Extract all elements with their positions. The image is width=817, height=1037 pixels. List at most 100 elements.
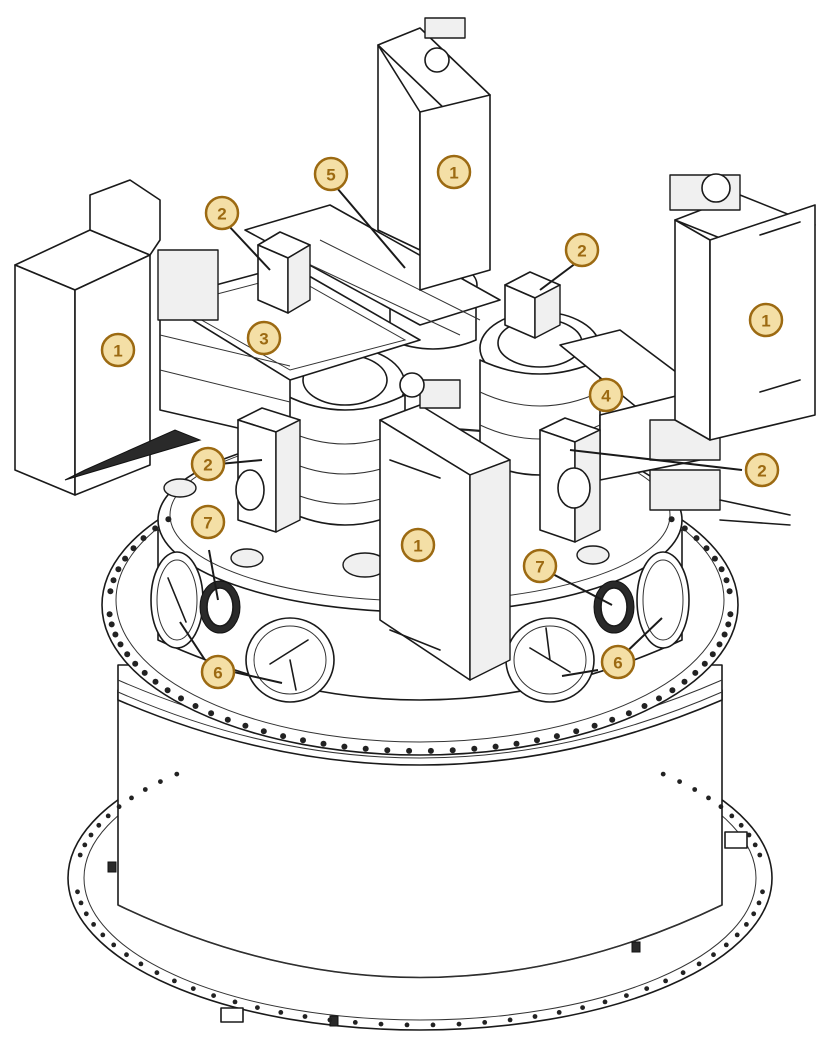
base-hole: [723, 942, 729, 948]
callout-7-c7a: 7: [190, 504, 226, 540]
callout-3-c3: 3: [246, 320, 282, 356]
base-hole: [760, 889, 765, 895]
small-box-front-left: [235, 407, 301, 533]
callout-number: 1: [413, 537, 422, 556]
base-hole: [129, 795, 134, 801]
top-bolt: [668, 516, 675, 523]
callout-number: 2: [203, 456, 212, 475]
callout-number: 3: [259, 330, 268, 349]
top-bolt: [726, 588, 733, 595]
top-bolt: [553, 733, 560, 740]
callout-circle: [246, 320, 282, 356]
callout-number: 4: [601, 387, 611, 406]
viewport-right-outer: [636, 551, 690, 649]
viewport-left-inner: [245, 617, 335, 703]
top-bolt: [107, 588, 114, 595]
top-bolt: [656, 695, 662, 702]
top-bolt: [609, 716, 616, 723]
base-hole: [83, 911, 89, 917]
top-bolt: [117, 641, 124, 648]
top-bolt: [260, 728, 267, 735]
top-bolt: [384, 747, 391, 754]
top-bolt: [130, 545, 137, 552]
top-bolt: [115, 566, 122, 573]
base-hole: [174, 771, 180, 777]
base-hole: [404, 1022, 410, 1028]
base-hole: [75, 889, 80, 895]
callout-6-c6b: 6: [600, 644, 636, 680]
base-hole: [82, 842, 88, 848]
callout-circle: [313, 156, 349, 192]
top-bolt: [280, 733, 287, 740]
base-hole: [111, 942, 117, 948]
base-hole: [142, 787, 148, 792]
base-hole: [138, 961, 144, 967]
base-hole: [158, 779, 163, 784]
top-bolt: [112, 631, 119, 638]
callout-number: 7: [203, 514, 212, 533]
top-bolt: [709, 651, 716, 658]
callout-circle: [204, 195, 240, 231]
base-hole: [663, 978, 668, 984]
top-bolt: [224, 716, 231, 723]
top-bolt: [625, 710, 632, 717]
base-hole: [692, 787, 698, 792]
top-bolt: [711, 555, 718, 562]
top-bolt: [108, 621, 115, 628]
callout-number: 6: [213, 664, 222, 683]
top-bolt: [141, 669, 148, 676]
base-hole: [751, 911, 757, 917]
top-bolt: [721, 631, 728, 638]
top-bolt: [132, 660, 139, 667]
top-bolt: [208, 710, 215, 717]
top-bolt: [471, 745, 478, 752]
callout-2-c2c: 2: [190, 446, 226, 482]
callout-circle: [600, 644, 636, 680]
base-hole: [660, 771, 666, 777]
back-horizontal-module: [244, 204, 501, 336]
base-hole: [232, 999, 238, 1005]
top-bolt: [449, 747, 456, 754]
top-bolt: [641, 703, 648, 709]
base-hole: [482, 1020, 488, 1025]
top-bolt: [242, 722, 249, 729]
small-box-front-right: [539, 417, 601, 543]
base-hole: [91, 922, 96, 927]
top-bolt: [718, 566, 725, 573]
top-bolt: [513, 740, 520, 747]
top-bolt: [110, 577, 117, 584]
base-hole: [756, 900, 762, 906]
top-bolt: [152, 525, 159, 532]
base-hole: [677, 779, 682, 784]
leader-lines: [179, 187, 743, 684]
tall-box-back: [377, 17, 491, 291]
top-bolt: [534, 737, 540, 744]
top-bolt: [320, 740, 327, 747]
base-hole: [96, 822, 102, 828]
base-hole: [172, 978, 177, 984]
base-hole: [77, 852, 83, 858]
top-bolt: [703, 545, 710, 552]
tall-box-left: [14, 179, 202, 496]
bolted-flange-left: [199, 580, 241, 634]
base-hole: [580, 1005, 585, 1010]
base-hole: [302, 1014, 308, 1019]
callout-6-c6a: 6: [200, 654, 236, 690]
base-hole: [711, 952, 716, 958]
callout-7-c7b: 7: [522, 548, 558, 584]
base-hole: [729, 813, 735, 819]
base-hole: [100, 932, 106, 938]
top-bolt: [701, 660, 708, 667]
callout-1-c1d: 1: [400, 527, 436, 563]
callout-number: 1: [449, 164, 458, 183]
top-bolt: [723, 577, 730, 584]
base-hole: [696, 961, 702, 967]
callout-circle: [564, 232, 600, 268]
callout-number: 7: [535, 558, 544, 577]
callout-circle: [436, 154, 472, 190]
callout-circle: [190, 446, 226, 482]
base-hole: [746, 832, 752, 838]
callout-circle: [200, 654, 236, 690]
callout-1-c1c: 1: [748, 302, 784, 338]
